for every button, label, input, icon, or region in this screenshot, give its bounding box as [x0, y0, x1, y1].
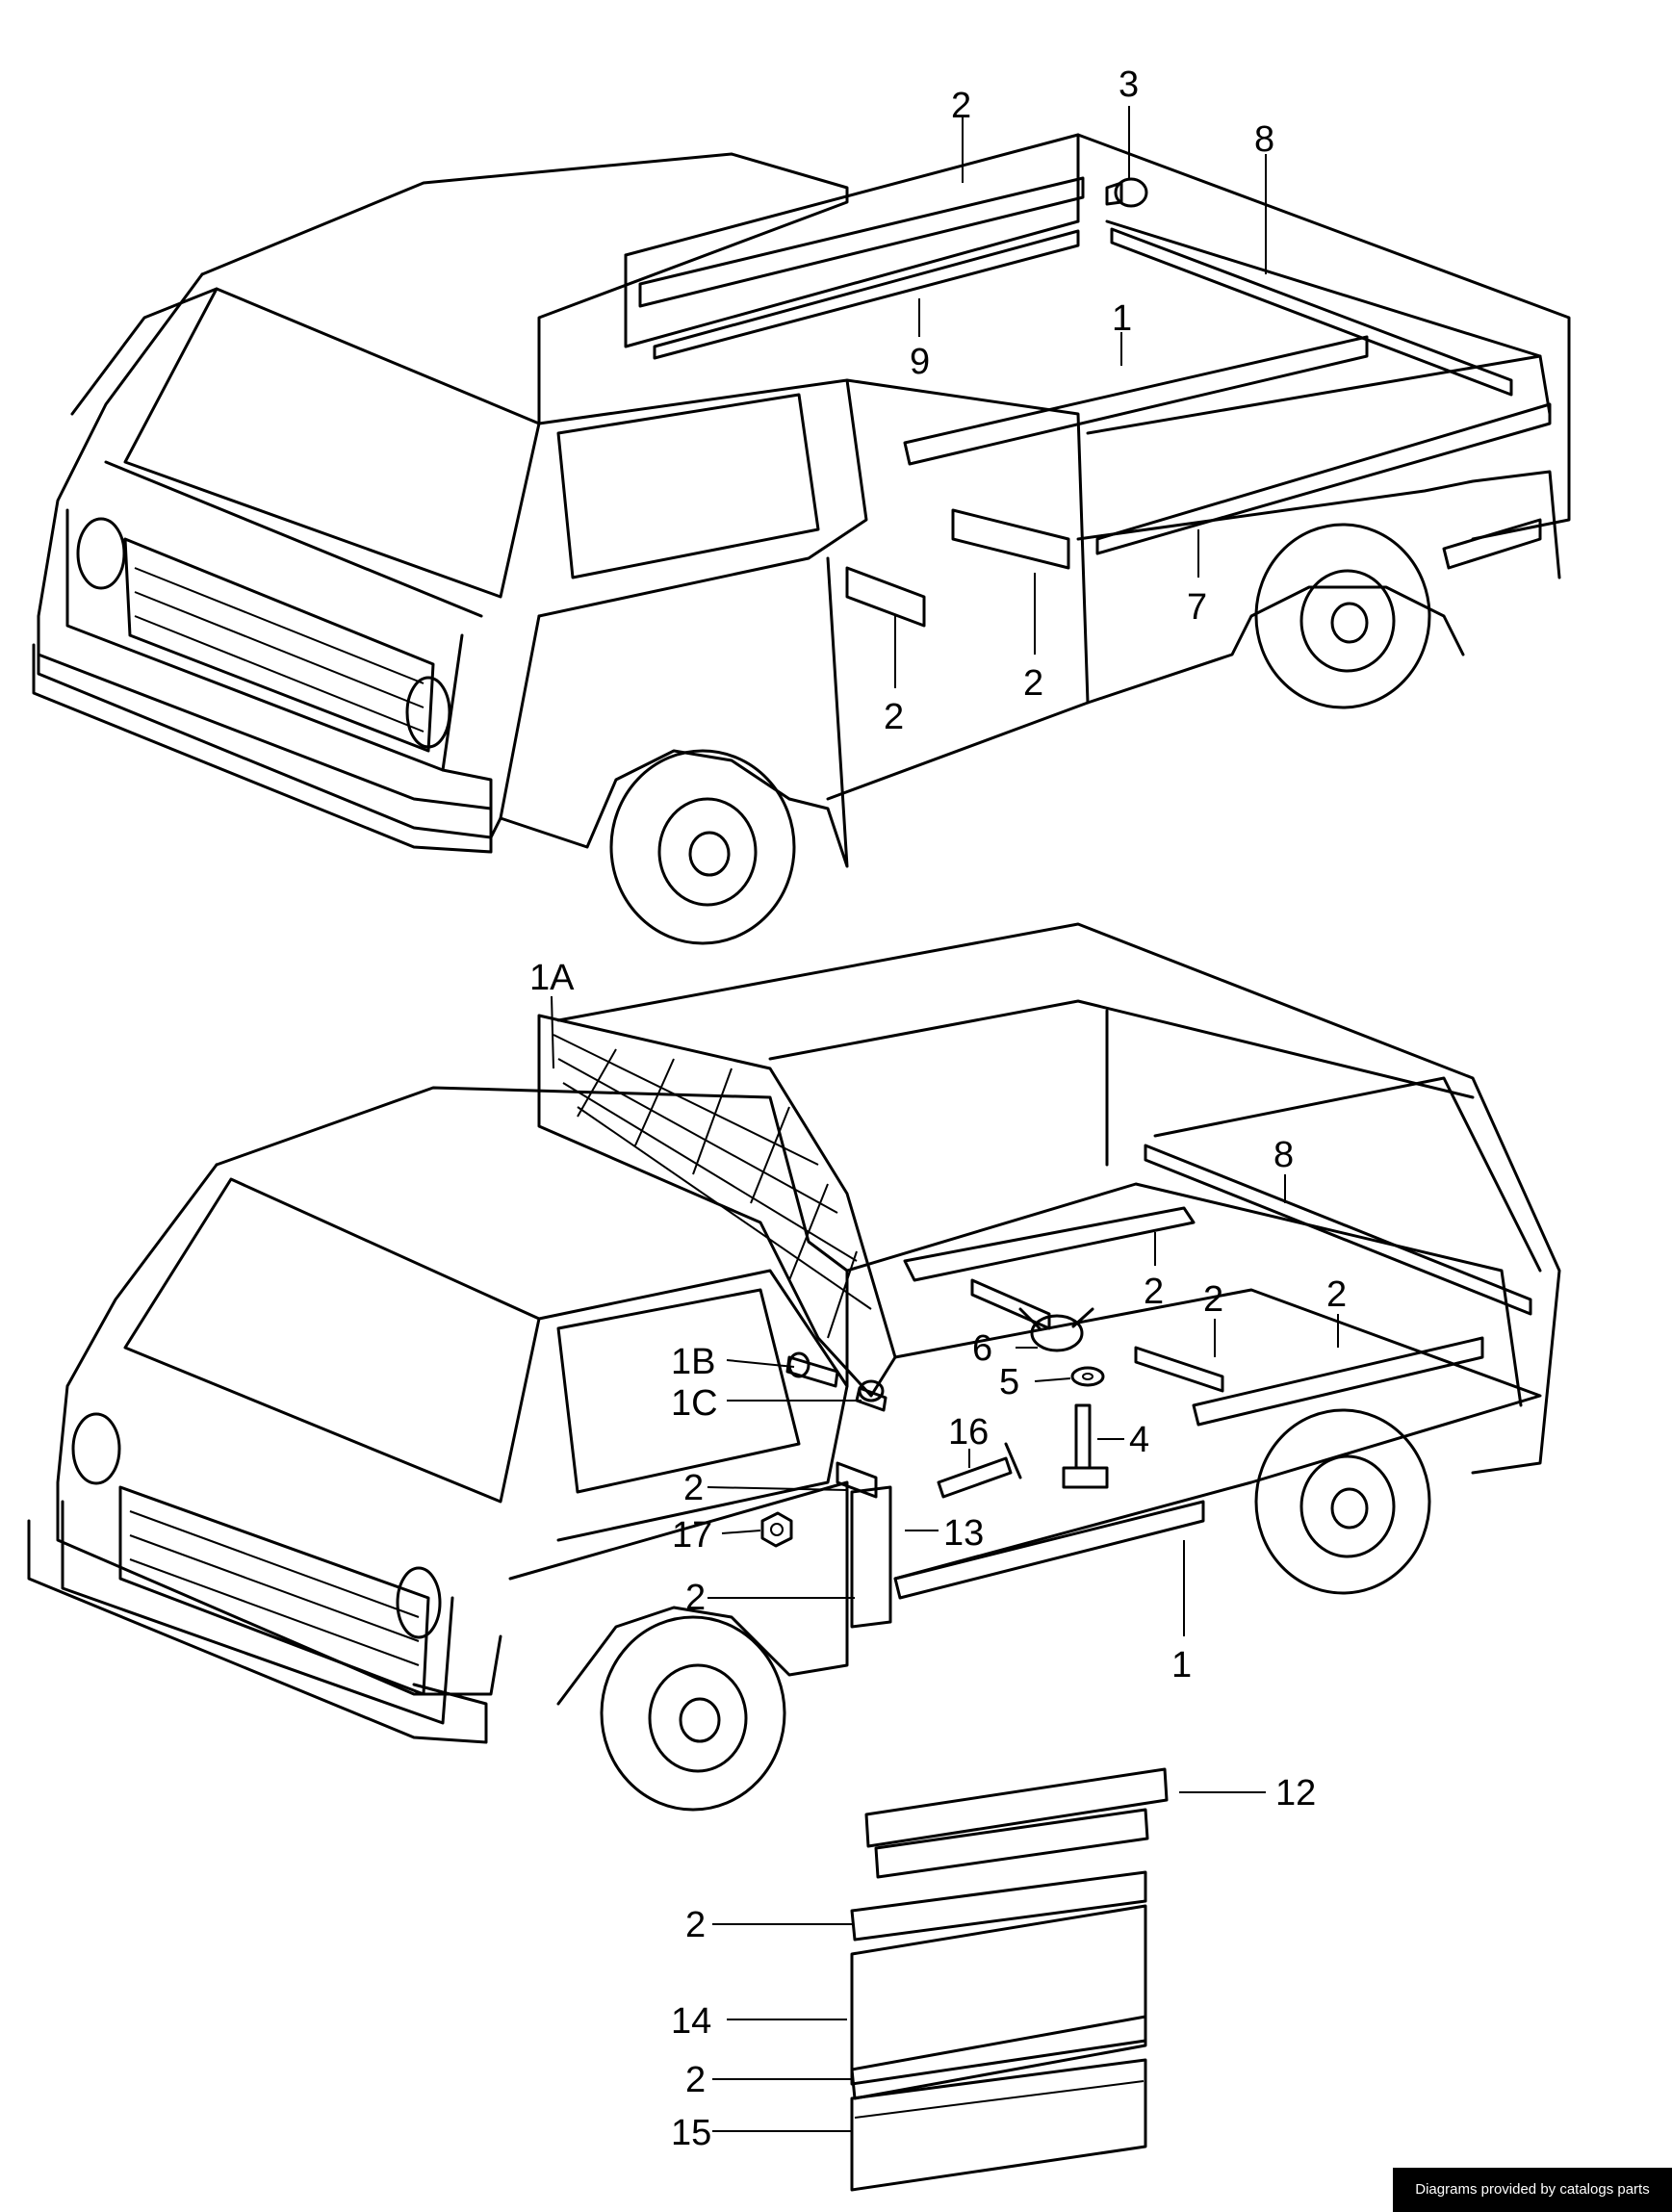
callout-lower-2-a: 2: [1144, 1272, 1164, 1312]
callout-upper-3: 3: [1119, 64, 1139, 105]
callout-upper-8: 8: [1254, 119, 1274, 160]
callout-lower-16: 16: [948, 1412, 989, 1453]
callout-panel-2-bottom: 2: [685, 2060, 706, 2100]
leader-lines: [551, 106, 1339, 2132]
callout-panel-15: 15: [671, 2113, 711, 2153]
callout-lower-1a: 1A: [529, 958, 575, 998]
callout-lower-2-c: 2: [1326, 1274, 1347, 1315]
callout-panel-12: 12: [1275, 1773, 1316, 1813]
callout-lower-2-d: 2: [683, 1468, 704, 1508]
callout-upper-7: 7: [1187, 587, 1207, 628]
callout-lower-2-b: 2: [1203, 1279, 1223, 1320]
callout-lower-1c: 1C: [671, 1383, 718, 1424]
upper-callouts: 2 3 8 1 9 7 2 2: [884, 64, 1274, 737]
callout-upper-9: 9: [910, 342, 930, 382]
cargo-net: [537, 1014, 897, 1398]
callout-lower-2-e: 2: [685, 1578, 706, 1618]
upper-vehicle-drawing: [32, 133, 1571, 945]
callout-panel-14: 14: [671, 2001, 711, 2042]
callout-upper-2-top: 2: [951, 86, 971, 126]
callout-lower-17: 17: [672, 1515, 712, 1556]
callout-upper-1: 1: [1112, 298, 1132, 339]
callout-panel-2-top: 2: [685, 1905, 706, 1945]
lower-vehicle-drawing: [27, 922, 1561, 1812]
callout-upper-2-right: 2: [1023, 663, 1043, 704]
diagram-credit-banner: Diagrams provided by catalogs parts: [1393, 2168, 1672, 2212]
lower-callouts: 1A 8 2 2 2 6 5 4 1B 1C 16 2 17 13 2 1: [529, 958, 1347, 1685]
callout-lower-5: 5: [999, 1362, 1019, 1402]
callout-lower-1b: 1B: [671, 1342, 715, 1382]
callout-lower-1: 1: [1171, 1645, 1192, 1685]
panel-group-drawing: [850, 1767, 1169, 2192]
callout-lower-4: 4: [1129, 1420, 1149, 1460]
panel-callouts: 12 2 14 2 15: [671, 1773, 1316, 2153]
callout-lower-8: 8: [1273, 1135, 1294, 1175]
callout-lower-13: 13: [943, 1513, 984, 1554]
callout-lower-6: 6: [972, 1328, 992, 1369]
callout-upper-2-left: 2: [884, 697, 904, 737]
